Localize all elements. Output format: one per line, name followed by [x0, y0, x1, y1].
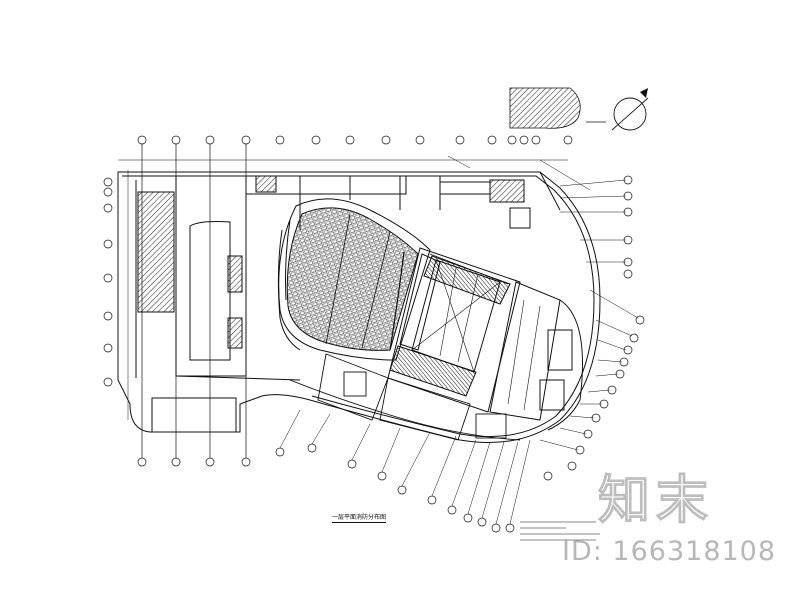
- lower-lobby: [289, 353, 521, 441]
- grid-axis-left: [103, 177, 113, 387]
- grid-axis-bottom: [137, 443, 515, 533]
- stage-area: [387, 247, 583, 431]
- auditorium: [277, 198, 431, 361]
- building-outline: [117, 171, 601, 443]
- key-plan: [509, 87, 606, 129]
- leader-lines: [118, 155, 639, 525]
- north-arrow-icon: [611, 88, 649, 131]
- grid-axis-right: [543, 175, 645, 481]
- drawing-title: 一层平面消防分布图: [332, 514, 387, 523]
- notes-block: [520, 521, 600, 541]
- watermark-id: ID: 166318108: [562, 536, 777, 567]
- watermark-logo: 知末: [597, 471, 715, 532]
